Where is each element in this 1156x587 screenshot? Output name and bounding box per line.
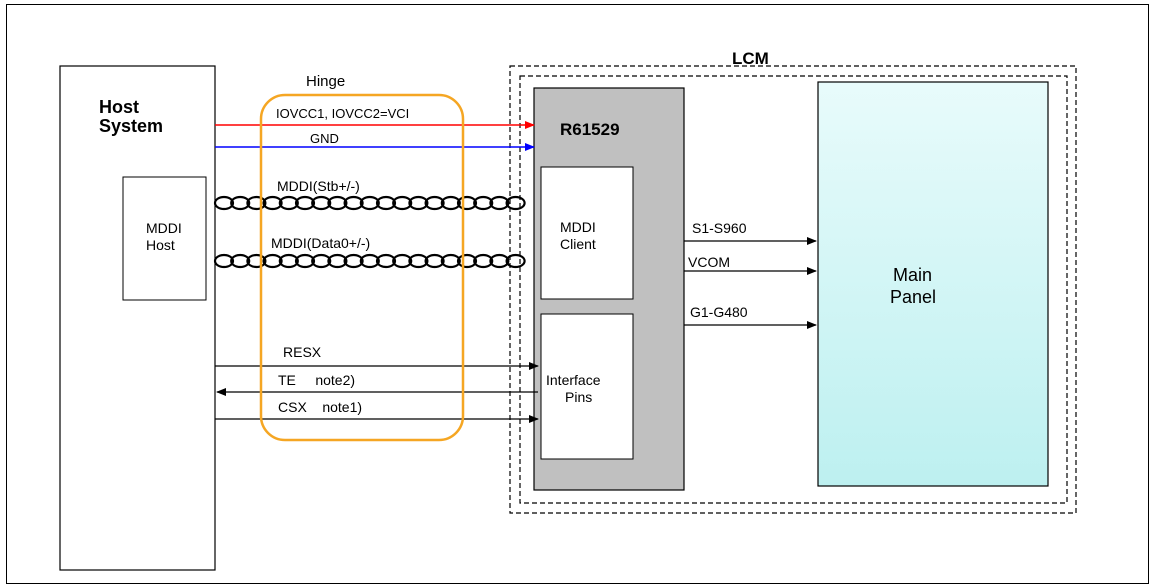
source-signal-label: S1-S960 [692, 220, 747, 236]
te-label: TE note2) [278, 372, 356, 388]
lcm-outer-boundary [509, 65, 1077, 514]
main-panel-block [817, 81, 1049, 487]
cable-link [278, 253, 299, 269]
cable-link [294, 253, 316, 269]
cable-link [505, 195, 526, 211]
mddi-host-block [122, 176, 207, 301]
lcm-inner-boundary [519, 75, 1068, 504]
interface-pins-label-line1: Interface [546, 372, 601, 388]
mddi-client-label-line2: Client [560, 236, 596, 252]
hinge-outline [259, 93, 465, 442]
cable-link [230, 253, 251, 269]
mddi-client-block [540, 166, 634, 300]
lcm-label: LCM [732, 49, 769, 68]
cable-link [440, 253, 461, 269]
host-system-title-line1: Host [99, 97, 139, 117]
cable-link [327, 195, 348, 211]
interface-pins-block [540, 313, 634, 460]
vcom-signal-label: VCOM [688, 254, 730, 270]
cable-link [213, 195, 235, 211]
cable-link [294, 195, 316, 211]
cable-link [489, 195, 510, 211]
gate-signal-label: G1-G480 [690, 304, 748, 320]
cable-link [343, 253, 364, 269]
cable-link [278, 195, 299, 211]
cable-link [246, 195, 267, 211]
power-signal-label: IOVCC1, IOVCC2=VCI [276, 106, 410, 121]
mddi-data-cable [213, 253, 526, 269]
cable-link [262, 195, 283, 211]
cable-link [213, 253, 235, 269]
cable-link [456, 195, 478, 211]
cable-link [262, 253, 283, 269]
cable-link [456, 253, 478, 269]
gnd-signal-label: GND [310, 131, 339, 146]
main-panel-label-line2: Panel [890, 287, 937, 307]
cable-link [359, 253, 380, 269]
cable-link [359, 195, 380, 211]
mddi-host-label-line1: MDDI [146, 220, 182, 236]
cable-link [505, 253, 526, 269]
cable-link [230, 195, 251, 211]
resx-label: RESX [283, 344, 322, 360]
cable-link [424, 195, 445, 211]
cable-link [375, 195, 397, 211]
cable-link [375, 253, 397, 269]
cable-link [246, 253, 267, 269]
cable-link [392, 253, 413, 269]
cable-link [392, 195, 413, 211]
cable-link [489, 253, 510, 269]
cable-link [343, 195, 364, 211]
main-panel-label-line1: Main [893, 265, 933, 285]
diagram-frame [6, 4, 1149, 584]
mddi-stb-label: MDDI(Stb+/-) [277, 178, 360, 194]
driver-ic-label: R61529 [560, 120, 620, 139]
csx-label: CSX note1) [278, 399, 363, 415]
cable-link [327, 253, 348, 269]
cable-link [408, 253, 429, 269]
cable-link [408, 195, 429, 211]
host-system-block [59, 65, 216, 571]
cable-link [473, 253, 494, 269]
mddi-host-label-line2: Host [146, 237, 175, 253]
cable-link [440, 195, 461, 211]
mddi-data-label: MDDI(Data0+/-) [271, 235, 371, 251]
host-system-title-line2: System [99, 116, 164, 136]
cable-link [311, 195, 332, 211]
mddi-client-label-line1: MDDI [560, 219, 596, 235]
mddi-stb-cable [213, 195, 526, 211]
hinge-label: Hinge [306, 73, 346, 90]
cable-link [473, 195, 494, 211]
cable-link [311, 253, 332, 269]
interface-pins-label-line2: Pins [565, 389, 593, 405]
cable-link [424, 253, 445, 269]
